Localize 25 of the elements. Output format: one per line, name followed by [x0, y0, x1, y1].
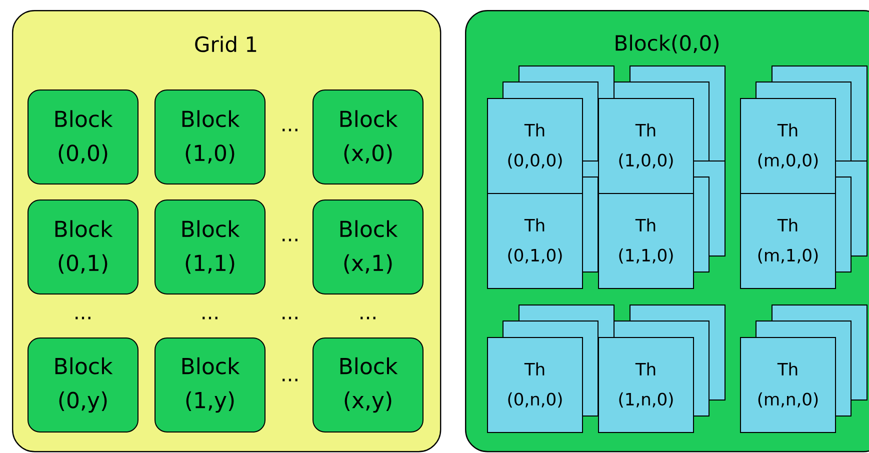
block-box: Block (0,0)	[28, 90, 138, 184]
thread-box: Th (m,1,0)	[740, 193, 836, 289]
block-box: Block (0,1)	[28, 200, 138, 294]
ellipsis: ...	[202, 316, 218, 320]
thread-box: Th (0,1,0)	[487, 193, 583, 289]
ellipsis: ...	[282, 378, 298, 382]
ellipsis: ...	[282, 128, 298, 132]
ellipsis: ...	[282, 238, 298, 242]
block-box: Block (x,y)	[312, 338, 424, 432]
thread-box: Th (0,n,0)	[487, 337, 583, 433]
ellipsis: ...	[282, 316, 298, 320]
ellipsis: ...	[360, 316, 376, 320]
block-box: Block (1,1)	[154, 200, 266, 294]
thread-box: Th (1,1,0)	[598, 193, 694, 289]
thread-box: Th (1,0,0)	[598, 98, 694, 194]
thread-box: Th (m,0,0)	[740, 98, 836, 194]
block-box: Block (1,0)	[154, 90, 266, 184]
thread-box: Th (0,0,0)	[487, 98, 583, 194]
block-box: Block (1,y)	[154, 338, 266, 432]
block-box: Block (x,1)	[312, 200, 424, 294]
block-box: Block (x,0)	[312, 90, 424, 184]
thread-box: Th (m,n,0)	[740, 337, 836, 433]
thread-box: Th (1,n,0)	[598, 337, 694, 433]
ellipsis: ...	[76, 316, 90, 320]
block-box: Block (0,y)	[28, 338, 138, 432]
